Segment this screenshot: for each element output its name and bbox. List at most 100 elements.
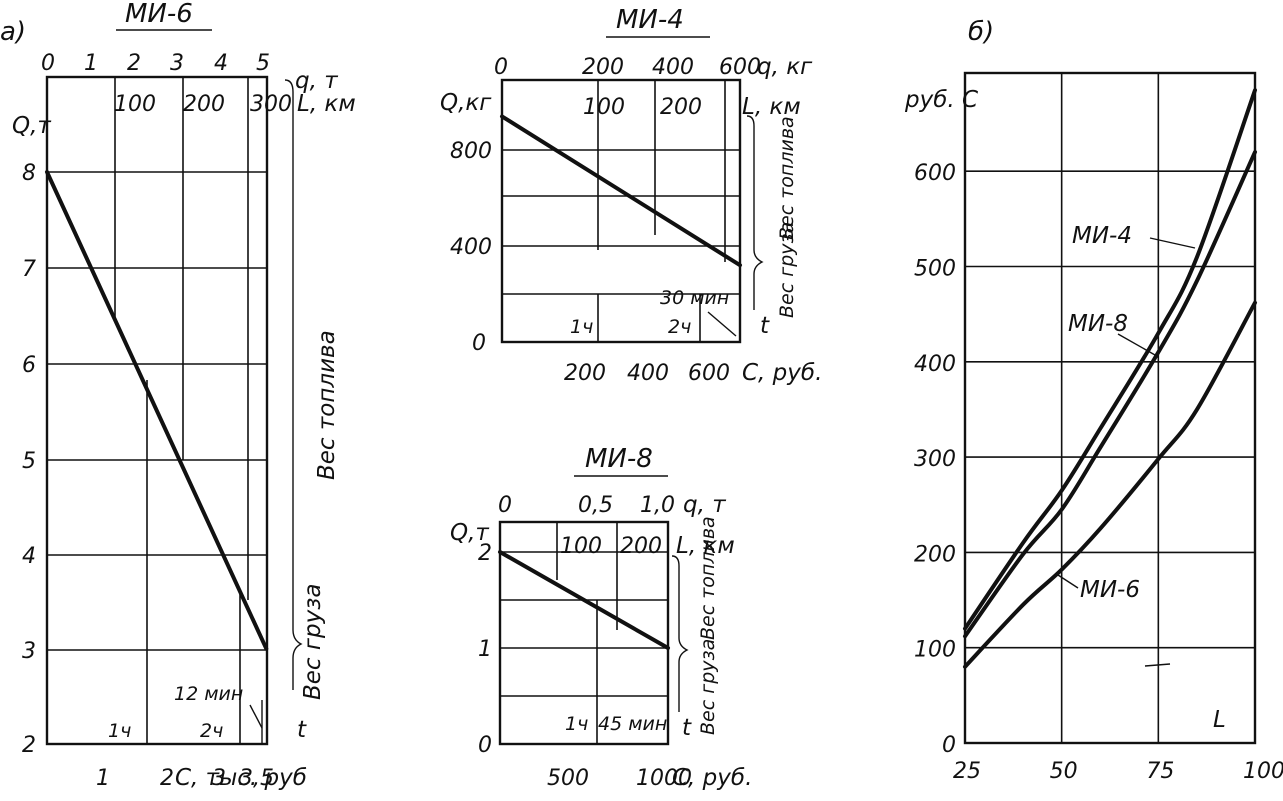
mi8-L-tick-0: 100	[560, 534, 602, 559]
mi6-y-tick-2: 4	[22, 544, 36, 569]
mi4-x-tick-0: 200	[564, 361, 606, 386]
mi4-grid	[502, 80, 740, 342]
mi6-q-tick-4: 4	[214, 51, 228, 76]
mi4-x-tick-1: 400	[627, 361, 669, 386]
mi6-y-tick-0: 2	[22, 733, 36, 758]
mi6-brace-top: Вес топлива	[314, 330, 340, 480]
mi8-brace-bottom: Вес груза	[697, 639, 719, 735]
mi6-title: МИ-6	[125, 0, 193, 29]
mi6-L-tick-2: 300	[250, 92, 292, 117]
cost-series-ми6-2	[963, 300, 1257, 669]
nomogram-mi4: МИ-4 q, кг L, км Q,кг С, руб. t Вес топл…	[440, 5, 822, 386]
cost-y-tick-4: 400	[914, 352, 956, 377]
cost-series-leader-1	[1117, 333, 1156, 356]
mi8-grid	[500, 522, 668, 744]
mi8-q-tick-0: 0	[498, 493, 512, 518]
mi6-q-tick-0: 0	[41, 51, 55, 76]
mi6-x-tick-0: 1	[96, 766, 110, 791]
cost-stray-mark	[1144, 663, 1171, 667]
cost-series-ми8-1	[963, 150, 1257, 639]
mi6-brace	[284, 79, 303, 690]
mi4-q-label: q, кг	[757, 54, 813, 80]
cost-series-label-2: МИ-6	[1080, 577, 1140, 603]
mi6-y-tick-5: 7	[22, 257, 36, 282]
mi6-q-tick-2: 2	[127, 51, 141, 76]
mi4-title: МИ-4	[616, 5, 684, 35]
cost-series-ми4-0	[963, 88, 1257, 631]
mi4-y-tick-0: 0	[472, 331, 486, 356]
cost-grid	[965, 73, 1255, 743]
mi4-brace-top: Вес топлива	[776, 116, 798, 240]
mi6-x-tick-3: 3,5	[239, 766, 274, 791]
mi4-t-label-0: 1ч	[570, 316, 593, 338]
mi8-y-label: Q,т	[450, 520, 489, 546]
mi4-t-axis: t	[760, 313, 770, 339]
cost-y-tick-2: 200	[914, 542, 956, 567]
mi8-y-tick-1: 1	[478, 637, 492, 662]
mi6-frame	[45, 75, 269, 746]
mi8-fuel-line	[498, 550, 670, 650]
mi6-fuel-line	[45, 170, 269, 651]
mi6-q-tick-1: 1	[84, 51, 98, 76]
mi8-y-tick-2: 2	[478, 541, 492, 566]
cost-x-label: L	[1213, 707, 1226, 733]
mi6-L-tick-0: 100	[114, 92, 156, 117]
mi8-x-tick-0: 500	[547, 766, 589, 791]
mi4-brace	[746, 115, 764, 310]
mi4-q-tick-3: 600	[719, 55, 761, 80]
mi4-y-label: Q,кг	[440, 90, 492, 116]
mi6-y-tick-3: 5	[22, 449, 36, 474]
mi6-L-tick-1: 200	[183, 92, 225, 117]
mi8-q-tick-2: 1,0	[640, 493, 675, 518]
cost-y-label: руб. С	[904, 87, 978, 113]
mi6-t-label-0: 1ч	[108, 720, 131, 742]
cost-series-label-1: МИ-8	[1068, 311, 1128, 337]
cost-x-tick-1: 50	[1050, 759, 1078, 784]
mi4-t-leader	[707, 311, 737, 337]
mi8-L-tick-1: 200	[620, 534, 662, 559]
mi6-x-tick-1: 2	[160, 766, 174, 791]
mi4-L-tick-0: 100	[583, 95, 625, 120]
mi6-L-label: L, км	[297, 91, 356, 117]
mi6-q-tick-5: 5	[256, 51, 270, 76]
mi8-t-label-0: 1ч	[565, 713, 588, 735]
mi6-y-tick-6: 8	[22, 161, 36, 186]
nomogram-mi6: МИ-6 q, т L, км Q,т С, тыс. руб t Вес то…	[12, 0, 356, 791]
cost-y-tick-3: 300	[914, 447, 956, 472]
cost-series-label-0: МИ-4	[1072, 223, 1132, 249]
cost-series-leader-2	[1057, 574, 1079, 589]
mi8-x-tick-1: 1000	[636, 766, 692, 791]
mi8-q-label: q, т	[683, 492, 726, 518]
mi4-fuel-line	[500, 114, 742, 268]
mi6-y-tick-1: 3	[22, 639, 36, 664]
mi4-brace-bottom: Вес груза	[776, 222, 798, 318]
mi4-frame	[500, 78, 742, 344]
mi4-q-tick-2: 400	[652, 55, 694, 80]
cost-x-tick-0: 25	[953, 759, 981, 784]
mi4-x-tick-2: 600	[688, 361, 730, 386]
mi8-L-label: L, км	[676, 533, 735, 559]
mi4-t-label-2: 30 мин	[660, 287, 729, 309]
mi6-q-tick-3: 3	[170, 51, 184, 76]
mi4-L-tick-1: 200	[660, 95, 702, 120]
mi6-x-label: С, тыс. руб	[175, 765, 307, 791]
cost-series-leader-0	[1149, 237, 1196, 249]
mi4-L-label: L, км	[742, 94, 801, 120]
mi8-brace-top: Вес топлива	[697, 516, 719, 640]
mi8-q-tick-1: 0,5	[578, 493, 613, 518]
cost-y-tick-5: 500	[914, 257, 956, 282]
mi6-y-tick-4: 6	[22, 353, 36, 378]
mi8-brace	[671, 555, 689, 712]
mi4-y-tick-2: 800	[450, 139, 492, 164]
nomogram-mi8: МИ-8 q, т L, км Q,т С, руб. t Вес топлив…	[450, 444, 752, 791]
panel-b-label: б)	[968, 17, 994, 47]
mi6-brace-bottom: Вес груза	[300, 583, 326, 700]
mi8-frame	[498, 520, 670, 746]
mi4-q-tick-1: 200	[582, 55, 624, 80]
mi6-t-leader	[249, 704, 263, 729]
